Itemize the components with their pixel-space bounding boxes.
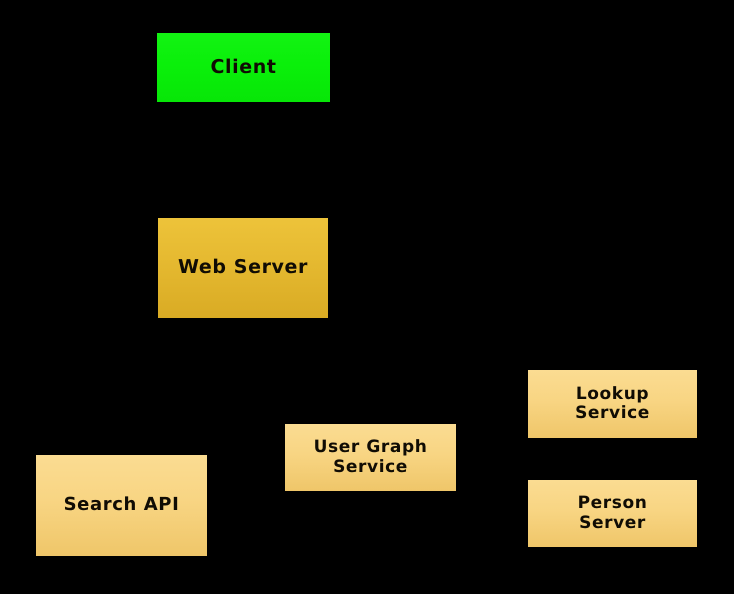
diagram-node-lookup-service-label: Lookup Service bbox=[575, 383, 650, 423]
diagram-node-user-graph-service[interactable]: User Graph Service bbox=[285, 424, 456, 491]
diagram-node-lookup-service[interactable]: Lookup Service bbox=[528, 370, 697, 438]
diagram-node-search-api-label: Search API bbox=[63, 494, 180, 516]
diagram-node-web-server-label: Web Server bbox=[178, 256, 308, 279]
diagram-node-person-server-label: Person Server bbox=[577, 493, 648, 533]
diagram-node-person-server[interactable]: Person Server bbox=[528, 480, 697, 547]
diagram-node-web-server[interactable]: Web Server bbox=[158, 218, 328, 318]
diagram-node-user-graph-service-label: User Graph Service bbox=[313, 437, 428, 477]
diagram-node-client[interactable]: Client bbox=[157, 33, 330, 102]
diagram-node-search-api[interactable]: Search API bbox=[36, 455, 207, 556]
diagram-node-client-label: Client bbox=[210, 55, 277, 78]
